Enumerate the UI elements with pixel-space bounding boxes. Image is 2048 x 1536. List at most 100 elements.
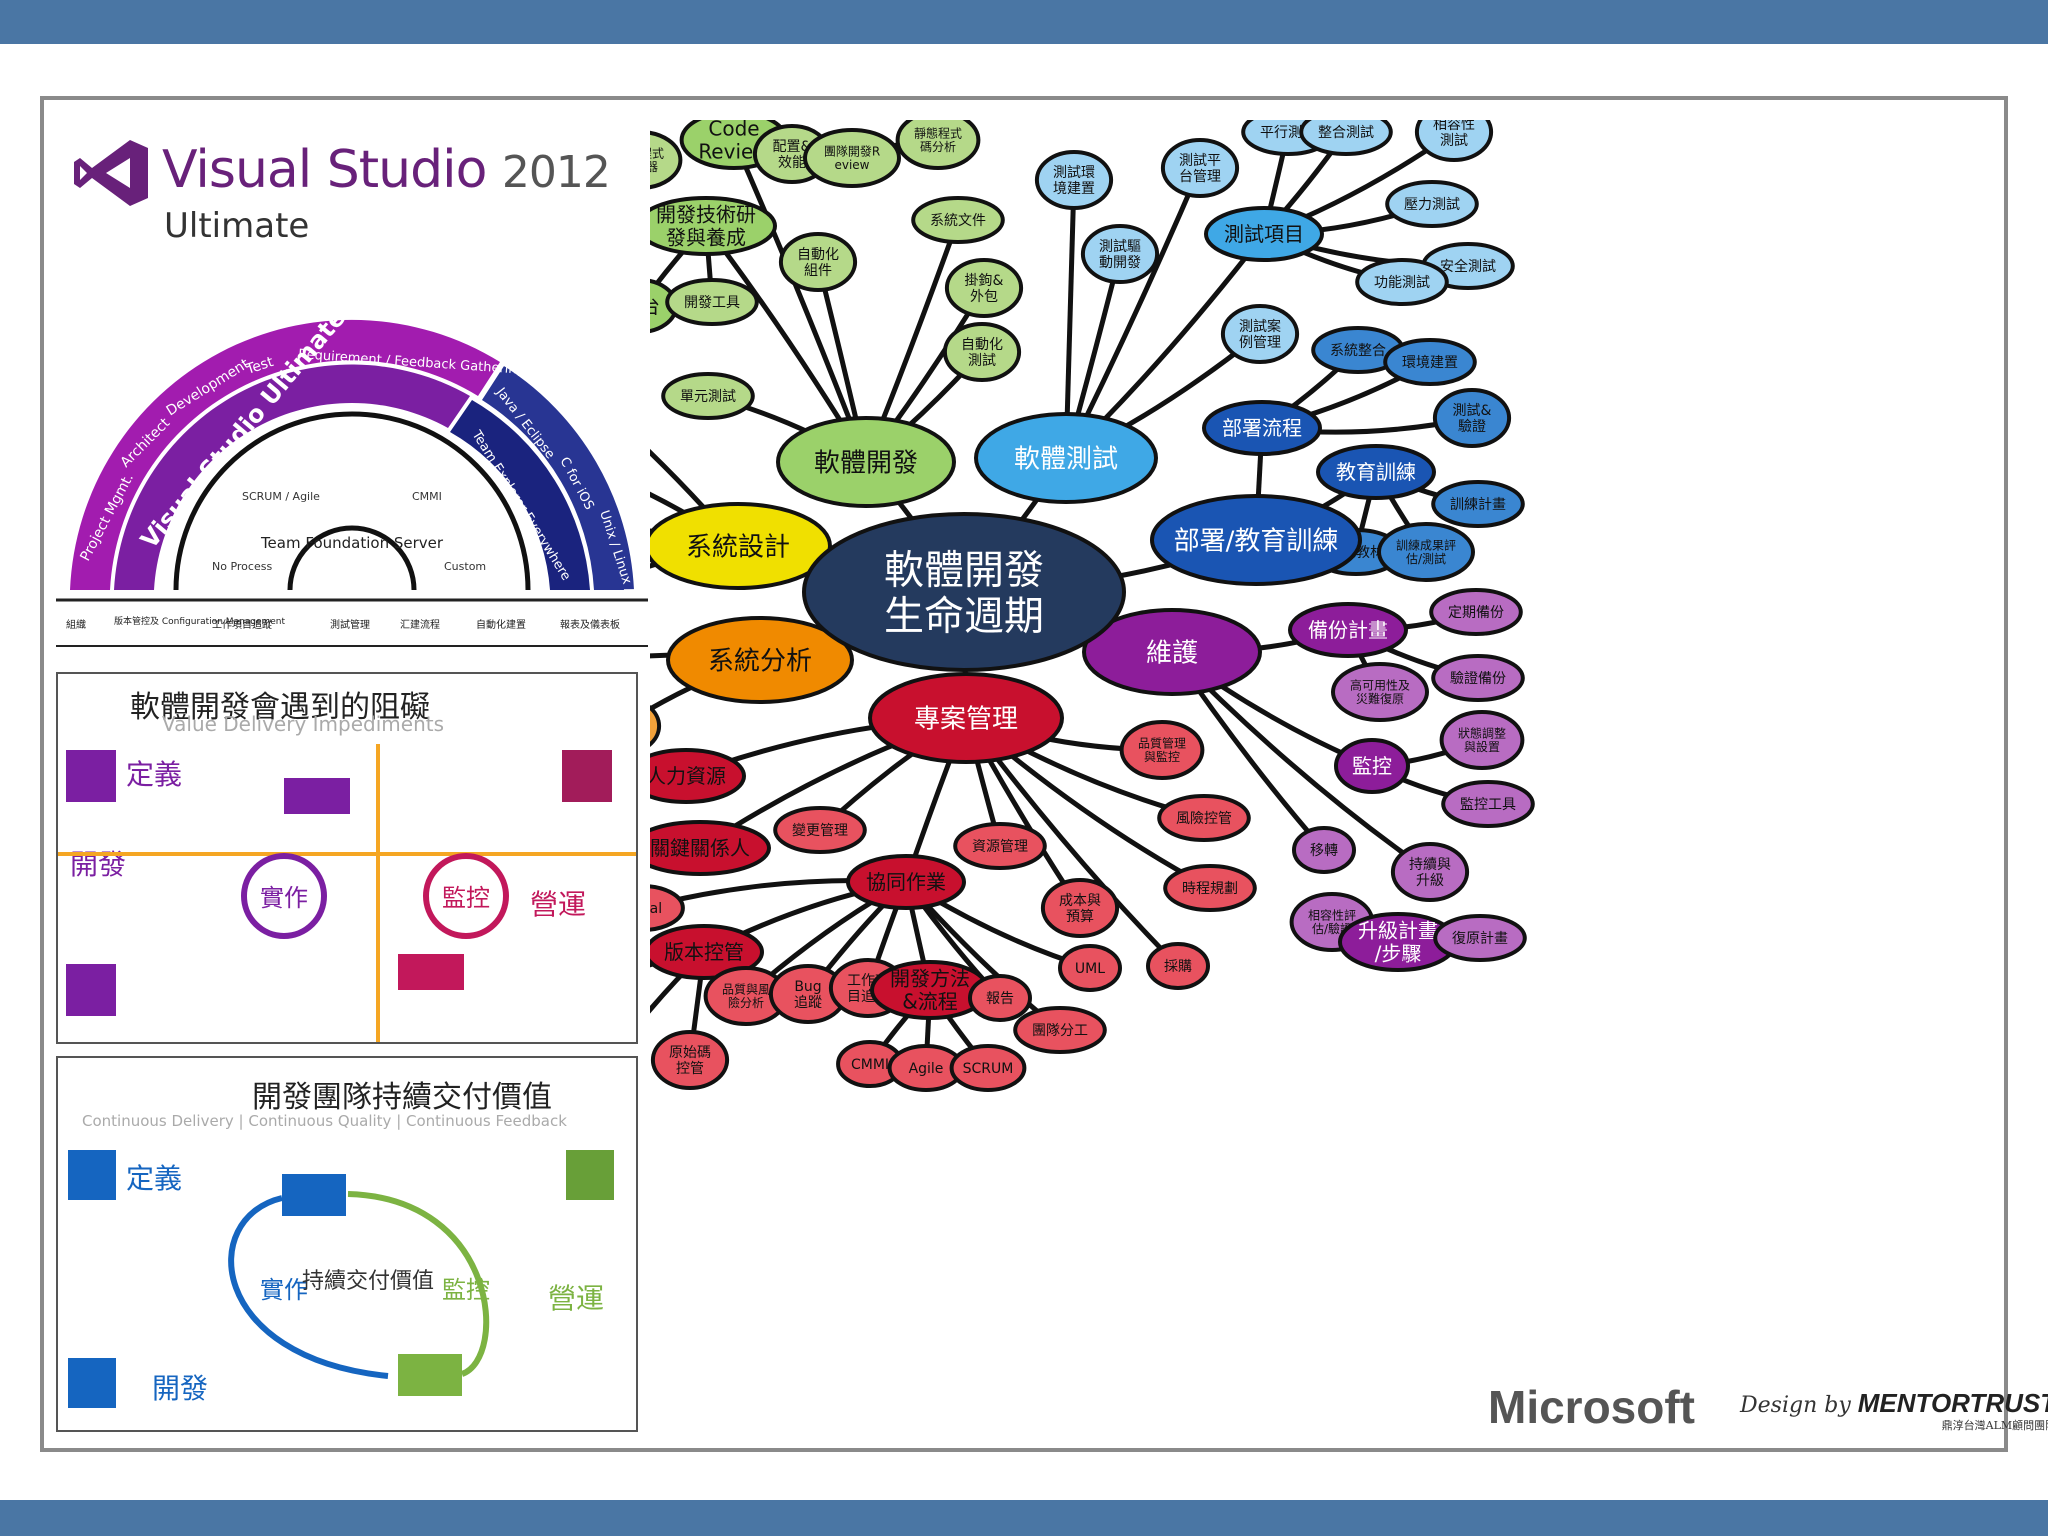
- mm-test-node-label: 相容性測試: [1433, 120, 1475, 149]
- mm-pm-node: 變更管理: [773, 806, 867, 854]
- mm-test-node-label: 功能測試: [1374, 275, 1430, 291]
- mm-pm-node-label: SCRUM: [963, 1061, 1014, 1077]
- mm-deploy-node: 訓練計畫: [1431, 480, 1525, 528]
- mm-pm-node-label: 協同作業: [866, 870, 946, 894]
- mm-branch-analysis: 系統分析: [666, 616, 854, 704]
- del-ops: 營運: [548, 1282, 604, 1315]
- mm-branch-dev: 軟體開發: [776, 416, 956, 508]
- mm-center: 軟體開發生命週期: [802, 512, 1126, 672]
- mm-dev-node: 單元測試: [661, 372, 755, 420]
- mm-pm-node: 關鍵關係人: [650, 820, 771, 876]
- imp-backlog-box: [284, 778, 350, 814]
- mm-dev-node: 配置&效能: [752, 124, 832, 184]
- mm-dev-node-label: 應用程式伺服器: [650, 145, 664, 174]
- mm-dev-node-label: 自動化組件: [797, 247, 839, 279]
- vs-title-text: Visual Studio: [162, 140, 487, 200]
- mm-deploy-node: 訓練成果評估/測試: [1377, 522, 1475, 582]
- mm-maint-node: 定期備份: [1429, 588, 1523, 636]
- vs-edition: Ultimate: [164, 206, 310, 246]
- mm-maint-node-label: 持續與升級: [1409, 857, 1451, 889]
- microsoft-logo: Microsoft: [1488, 1381, 1695, 1433]
- mm-maint-node-label: 驗證備份: [1450, 670, 1506, 687]
- mm-test-node: 測試項目: [1204, 206, 1324, 262]
- mm-pm-node: 時程規劃: [1163, 864, 1257, 912]
- mm-pm-node: UML: [1058, 944, 1122, 992]
- mm-maint-node-label: 監控: [1352, 754, 1392, 778]
- mm-pm-node: 風險控管: [1157, 794, 1251, 842]
- mm-pm-node: 成本與預算: [1040, 878, 1120, 938]
- arc-table-3: 測試管理: [330, 618, 370, 631]
- mm-maint-node: 備份計畫: [1288, 602, 1408, 658]
- mm-maint-node-label: 復原計畫: [1452, 930, 1508, 947]
- mm-pm-node: SCRUM: [949, 1044, 1027, 1092]
- mm-pm-node: 人力資源: [650, 748, 746, 804]
- mm-pm-node: 協同作業: [846, 854, 966, 910]
- mm-dev-node-label: 開發技術研發與養成: [656, 203, 756, 250]
- mm-pm-node: 報告: [968, 974, 1032, 1022]
- mm-deploy-node-label: 環境建置: [1402, 355, 1458, 371]
- arc-inner-custom: Custom: [444, 560, 486, 573]
- mm-test-node-label: 測試環境建置: [1053, 165, 1095, 197]
- mm-pm-node: 團隊分工: [1013, 1006, 1107, 1054]
- arc-table-4: 汇建流程: [400, 618, 440, 631]
- mm-pm-node-label: UML: [1075, 961, 1105, 977]
- del-impl: 實作: [260, 1276, 308, 1304]
- impediments-diagram: 定義 開發 營運 實作 監控: [58, 744, 636, 1042]
- mm-pm-node-label: 品質與風險分析: [722, 981, 770, 1010]
- mm-maint-node-label: 定期備份: [1448, 605, 1504, 621]
- mm-test-node: 整合測試: [1299, 120, 1393, 156]
- mm-dev-node: 應用程式伺服器: [650, 130, 683, 190]
- mm-branch-design: 系統設計: [650, 502, 832, 590]
- mm-test-node-label: 安全測試: [1440, 258, 1496, 275]
- arc-table-1: 版本管控及 Configuration Management: [114, 615, 286, 627]
- mm-dev-node-label: 系統文件: [930, 213, 986, 229]
- mm-dev-node: 系統文件: [911, 196, 1005, 244]
- vs-year: 2012: [501, 147, 611, 198]
- del-monitor: 監控: [442, 1276, 490, 1304]
- mm-pm-node: 資源管理: [953, 822, 1047, 870]
- mm-pm-node-label: 團隊分工: [1032, 1023, 1088, 1039]
- mm-pm-node-label: 報告: [986, 991, 1014, 1007]
- arc-inner-noprocess: No Process: [212, 560, 272, 573]
- mm-maint-node-label: 升級計畫/步驟: [1358, 919, 1438, 966]
- mm-dev-node-label: 配置&效能: [773, 139, 812, 171]
- sdlc-mindmap: 作業系統應用程式伺服器資料庫平台程式語言開發工具開發技術研發與養成自動化組件Co…: [650, 120, 1535, 1092]
- bottom-band: [0, 1500, 2048, 1536]
- mm-deploy-node-label: 測試&驗證: [1453, 403, 1492, 435]
- mentortrust-cn: 鼎淳台灣ALM顧問團隊: [1941, 1419, 2048, 1432]
- mm-maint-node: 復原計畫: [1433, 914, 1527, 962]
- delivery-subtitle: Continuous Delivery | Continuous Quality…: [82, 1112, 567, 1130]
- mm-branch-deploy-label: 部署/教育訓練: [1174, 526, 1339, 556]
- del-define-icon: [68, 1150, 116, 1200]
- mm-maint-node: 高可用性及災難復原: [1331, 662, 1429, 722]
- mm-maint-node-label: 高可用性及災難復原: [1350, 677, 1410, 706]
- mm-deploy-node-label: 訓練計畫: [1450, 497, 1506, 513]
- mm-maint-node-label: 監控工具: [1460, 796, 1516, 813]
- arc-table-2: 工作項目追蹤: [212, 618, 272, 631]
- mm-pm-node-label: 採購: [1164, 959, 1192, 975]
- mm-test-node: 功能測試: [1355, 258, 1449, 306]
- mm-branch-design-label: 系統設計: [686, 532, 790, 562]
- arc-blue-inner: [450, 400, 590, 590]
- mm-center-label: 軟體開發生命週期: [884, 547, 1044, 639]
- mm-dev-node: 靜態程式碼分析: [895, 120, 981, 170]
- arc-inner-cmmi: CMMI: [412, 490, 442, 503]
- mm-deploy-node: 教育訓練: [1316, 444, 1436, 500]
- mm-dev-node-label: 開發工具: [684, 295, 740, 311]
- delivery-panel: 開發團隊持續交付價值 Continuous Delivery | Continu…: [56, 1056, 638, 1432]
- mm-pm-node-label: 成本與預算: [1059, 893, 1101, 925]
- define-people-icon: [66, 750, 116, 802]
- mm-dev-node-label: 平台: [650, 294, 660, 318]
- mm-pm-node-label: 時程規劃: [1182, 881, 1238, 897]
- mm-test-node: 測試驅動開發: [1080, 224, 1160, 284]
- del-ops-box: [398, 1354, 462, 1396]
- top-band: [0, 0, 2048, 44]
- mm-maint-node-label: 相容性評估/驗證: [1308, 907, 1356, 936]
- mm-branch-dev-label: 軟體開發: [814, 448, 918, 478]
- arc-inner-scrum: SCRUM / Agile: [242, 490, 320, 503]
- mm-pm-node: Portal: [650, 884, 685, 932]
- ops-people-icon: [562, 750, 612, 802]
